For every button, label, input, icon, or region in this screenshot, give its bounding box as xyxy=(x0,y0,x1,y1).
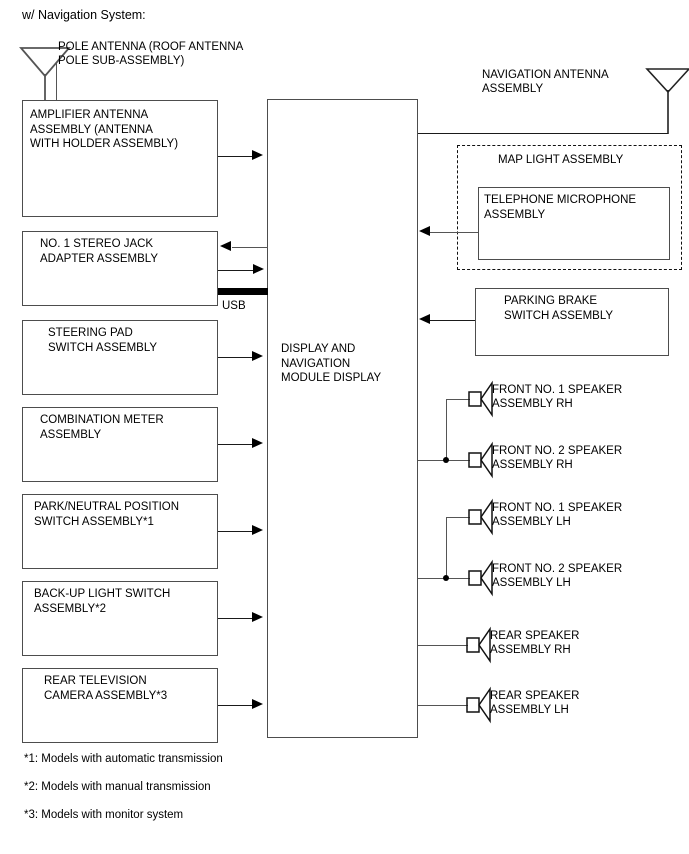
label-park-neutral-position-switch-assembly: PARK/NEUTRAL POSITION SWITCH ASSEMBLY*1 xyxy=(34,501,180,528)
label-rear-speaker-assembly-rh: REAR SPEAKER ASSEMBLY RH xyxy=(490,630,580,656)
label-front-no1-speaker-assembly-lh: FRONT NO. 1 SPEAKER ASSEMBLY LH xyxy=(492,502,623,528)
speaker-bus-rh xyxy=(418,460,448,461)
footnote-1: *1: Models with automatic transmission xyxy=(24,753,223,765)
speaker-stub-lh-1 xyxy=(446,517,470,518)
label-back-up-light-switch-assembly: BACK-UP LIGHT SWITCH ASSEMBLY*2 xyxy=(34,588,171,615)
speaker-branch-lh xyxy=(446,517,447,579)
arrow-combination-meter-to-module xyxy=(252,438,263,448)
label-front-no2-speaker-assembly-lh: FRONT NO. 2 SPEAKER ASSEMBLY LH xyxy=(492,563,623,589)
label-rear-speaker-assembly-lh: REAR SPEAKER ASSEMBLY LH xyxy=(490,690,580,716)
center-module-label: DISPLAY AND NAVIGATION MODULE DISPLAY xyxy=(281,343,382,384)
conn-amplifier-to-module xyxy=(218,156,257,157)
junction-dot-rh xyxy=(443,457,449,463)
box-park-neutral-position-switch-assembly[interactable] xyxy=(22,494,218,569)
box-no1-stereo-jack-adapter-assembly[interactable] xyxy=(22,231,218,306)
page-title: w/ Navigation System: xyxy=(22,8,146,22)
speaker-branch-rh xyxy=(446,399,447,461)
conn-combination-meter-to-module xyxy=(218,444,257,445)
arrow-module-to-stereo-jack xyxy=(220,241,231,251)
label-combination-meter-assembly: COMBINATION METER ASSEMBLY xyxy=(40,414,164,441)
box-amplifier-antenna-assembly[interactable] xyxy=(22,100,218,217)
box-telephone-microphone-assembly[interactable] xyxy=(478,187,670,260)
front-no2-speaker-assembly-rh-icon xyxy=(468,441,494,479)
front-no2-speaker-assembly-lh-icon xyxy=(468,559,494,597)
rear-speaker-assembly-lh-icon xyxy=(466,686,492,724)
label-telephone-microphone-assembly: TELEPHONE MICROPHONE ASSEMBLY xyxy=(484,194,637,221)
conn-stereo-jack-to-module xyxy=(218,270,258,271)
pole-antenna-drop-line xyxy=(56,62,57,100)
conn-rear-speaker-lh xyxy=(418,705,468,706)
rear-speaker-assembly-rh-icon xyxy=(466,626,492,664)
label-steering-pad-switch-assembly: STEERING PAD SWITCH ASSEMBLY xyxy=(48,327,158,354)
arrow-parking-brake-to-module xyxy=(419,314,430,324)
arrow-stereo-jack-to-module xyxy=(253,264,264,274)
speaker-stub-rh-2 xyxy=(446,460,470,461)
nav-antenna-feed-line xyxy=(418,133,668,134)
arrow-steering-pad-to-module xyxy=(252,351,263,361)
box-rear-television-camera-assembly[interactable] xyxy=(22,668,218,743)
front-no1-speaker-assembly-rh-icon xyxy=(468,380,494,418)
label-front-no2-speaker-assembly-rh: FRONT NO. 2 SPEAKER ASSEMBLY RH xyxy=(492,445,623,471)
arrow-amplifier-to-module xyxy=(252,150,263,160)
navigation-antenna-label: NAVIGATION ANTENNA ASSEMBLY xyxy=(482,69,609,95)
conn-rear-camera-to-module xyxy=(218,705,257,706)
arrow-park-neutral-to-module xyxy=(252,525,263,535)
conn-rear-speaker-rh xyxy=(418,645,468,646)
conn-module-to-stereo-jack xyxy=(232,247,268,248)
map-light-assembly-label: MAP LIGHT ASSEMBLY xyxy=(498,154,624,166)
arrow-rear-camera-to-module xyxy=(252,699,263,709)
junction-dot-lh xyxy=(443,575,449,581)
conn-back-up-light-to-module xyxy=(218,618,257,619)
box-steering-pad-switch-assembly[interactable] xyxy=(22,320,218,395)
usb-connector-bar xyxy=(218,288,268,295)
pole-antenna-label: POLE ANTENNA (ROOF ANTENNA POLE SUB-ASSE… xyxy=(58,41,244,67)
speaker-bus-lh xyxy=(418,578,448,579)
label-no1-stereo-jack-adapter-assembly: NO. 1 STEREO JACK ADAPTER ASSEMBLY xyxy=(40,238,159,265)
footnote-2: *2: Models with manual transmission xyxy=(24,781,211,793)
display-and-navigation-module-display[interactable] xyxy=(267,99,418,738)
label-parking-brake-switch-assembly: PARKING BRAKE SWITCH ASSEMBLY xyxy=(504,295,614,322)
footnote-3: *3: Models with monitor system xyxy=(24,809,184,821)
box-combination-meter-assembly[interactable] xyxy=(22,407,218,482)
box-parking-brake-switch-assembly[interactable] xyxy=(475,288,669,356)
navigation-antenna-icon xyxy=(645,66,689,134)
conn-park-neutral-to-module xyxy=(218,531,257,532)
conn-telephone-mic-to-module xyxy=(430,232,478,233)
label-rear-television-camera-assembly: REAR TELEVISION CAMERA ASSEMBLY*3 xyxy=(44,675,168,702)
label-front-no1-speaker-assembly-rh: FRONT NO. 1 SPEAKER ASSEMBLY RH xyxy=(492,384,623,410)
arrow-telephone-mic-to-module xyxy=(419,226,430,236)
speaker-stub-lh-2 xyxy=(446,578,470,579)
front-no1-speaker-assembly-lh-icon xyxy=(468,498,494,536)
map-light-assembly-group xyxy=(457,145,682,270)
conn-steering-pad-to-module xyxy=(218,357,257,358)
arrow-back-up-light-to-module xyxy=(252,612,263,622)
speaker-stub-rh-1 xyxy=(446,399,470,400)
conn-parking-brake-to-module xyxy=(430,320,475,321)
box-back-up-light-switch-assembly[interactable] xyxy=(22,581,218,656)
usb-label: USB xyxy=(222,300,246,312)
label-amplifier-antenna-assembly: AMPLIFIER ANTENNA ASSEMBLY (ANTENNA WITH… xyxy=(30,109,179,150)
